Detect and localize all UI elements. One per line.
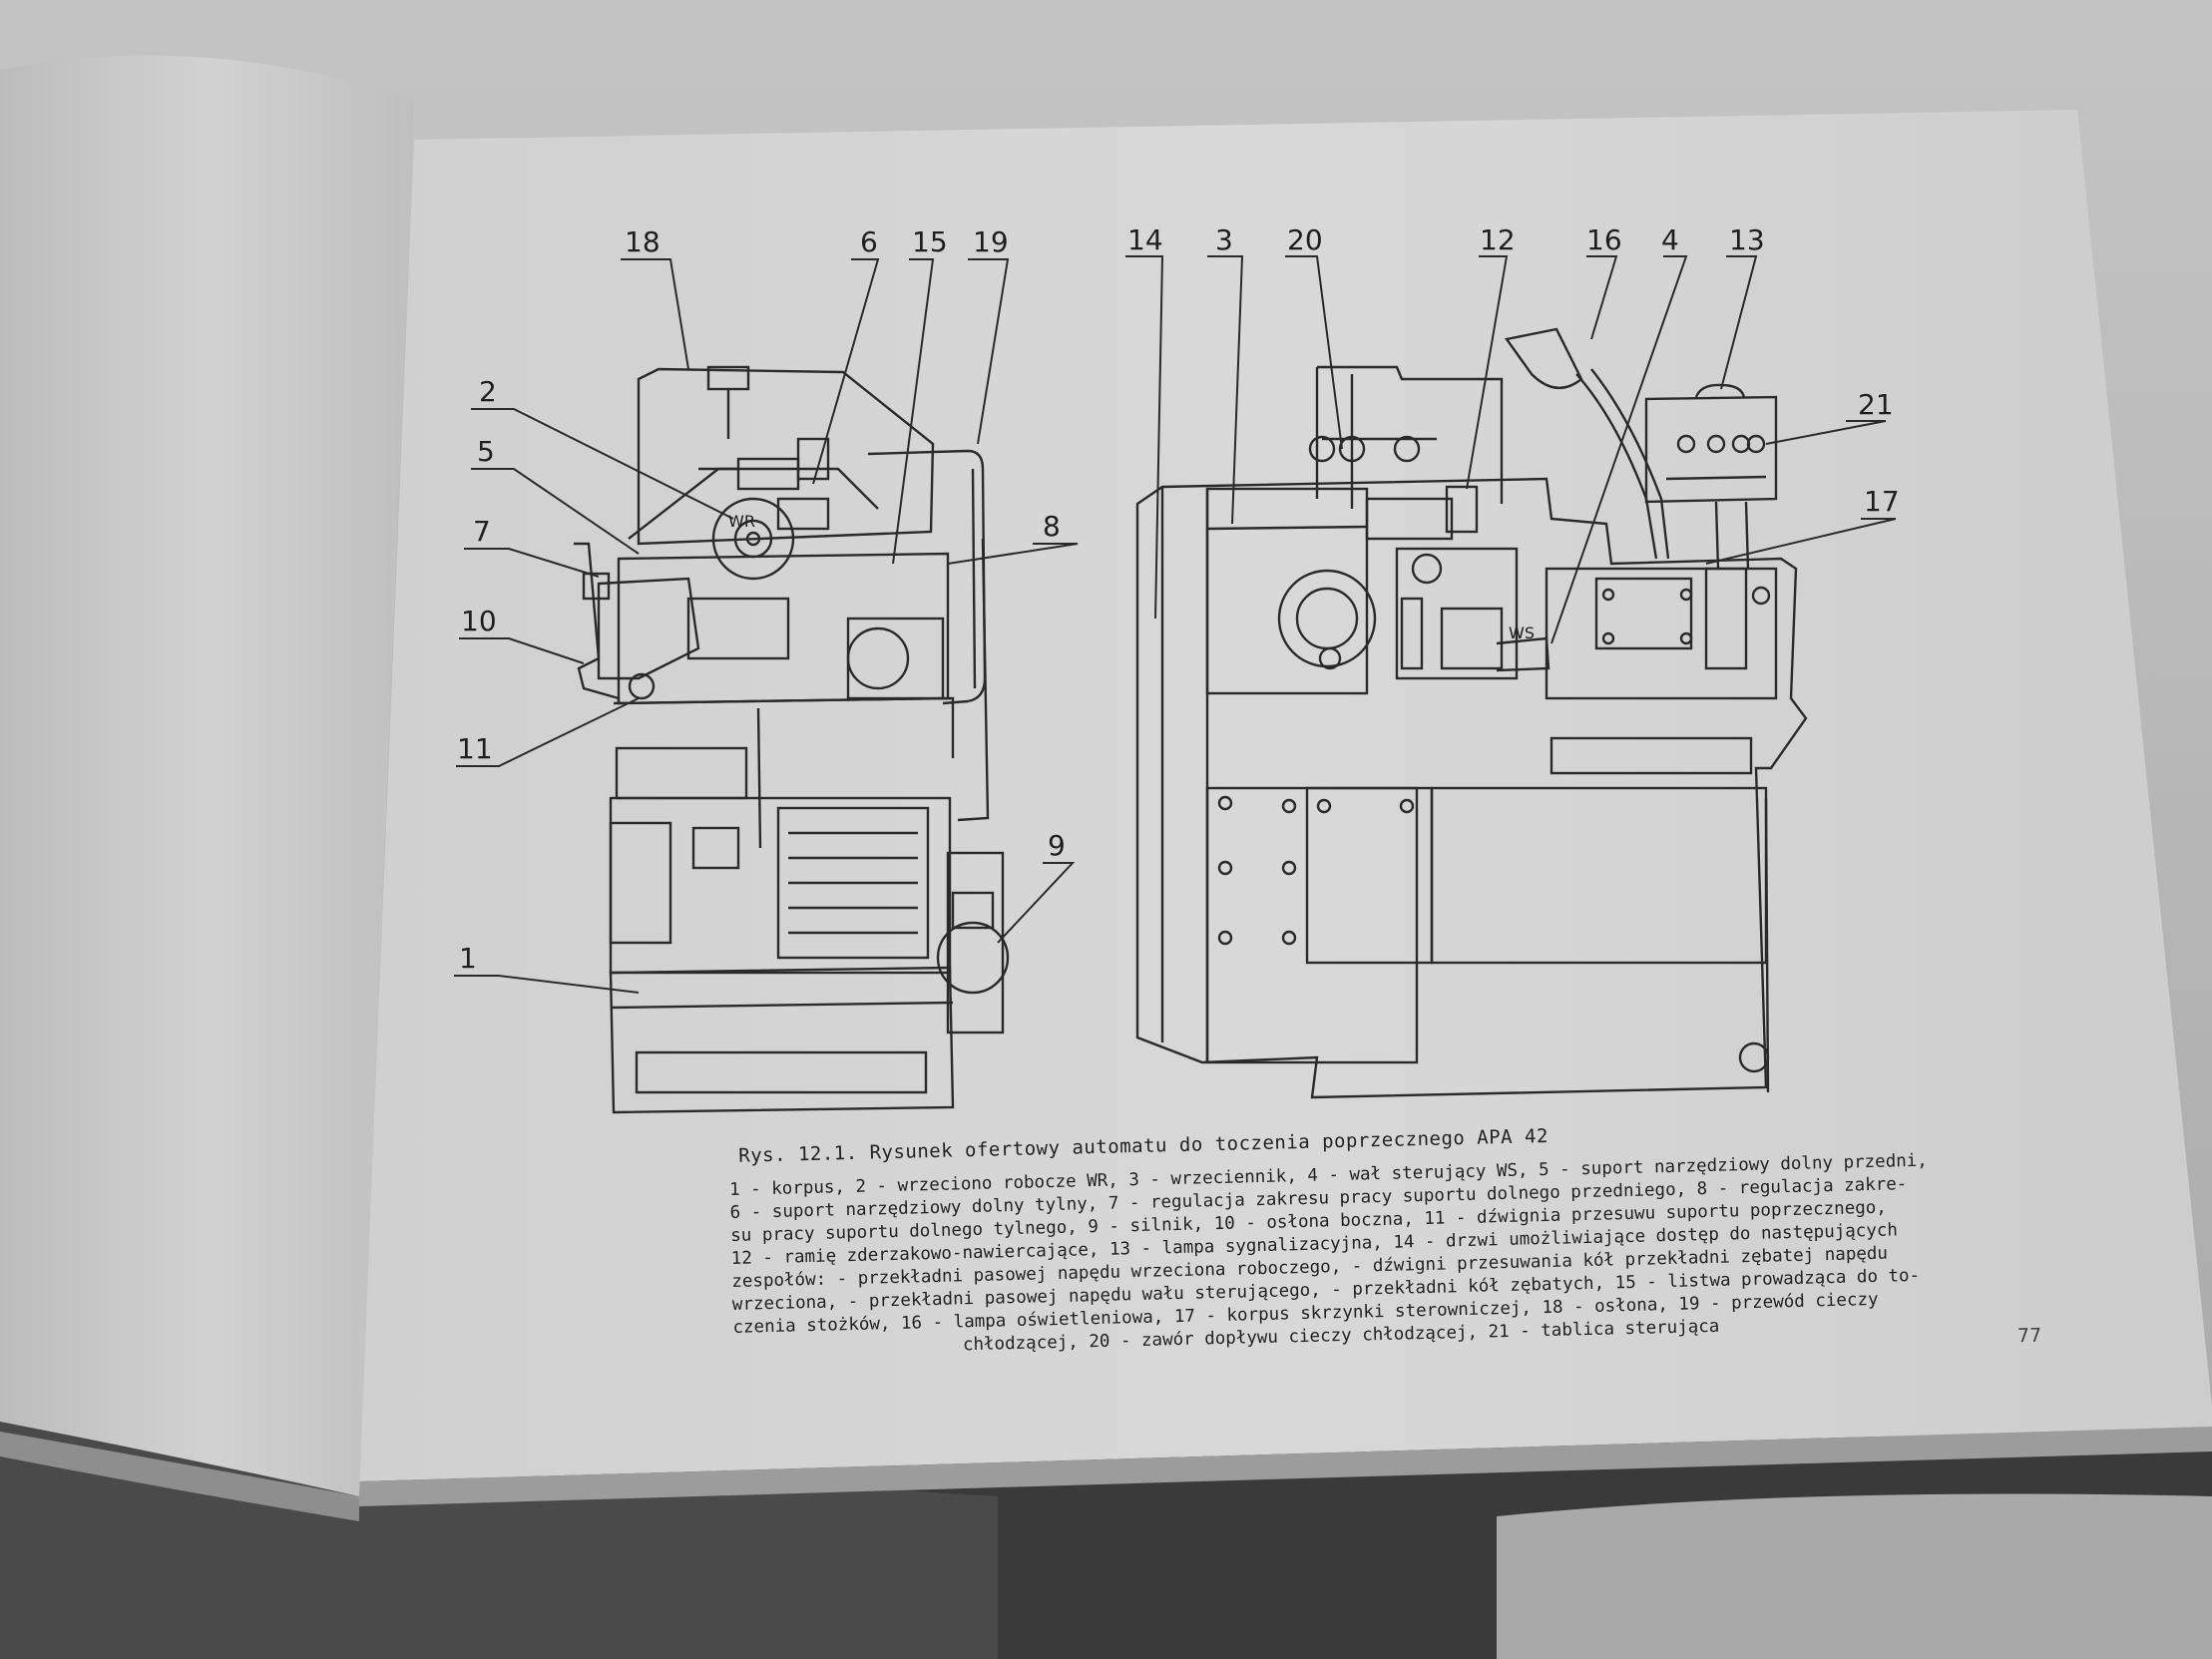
figure-caption: Rys. 12.1. Rysunek ofertowy automatu do … bbox=[728, 1116, 1931, 1363]
callout-13: 13 bbox=[1729, 223, 1765, 256]
callout-10: 10 bbox=[461, 605, 497, 637]
callout-9: 9 bbox=[1048, 829, 1066, 862]
page-number: 77 bbox=[2016, 1324, 2042, 1348]
callout-12: 12 bbox=[1480, 223, 1516, 256]
callout-18: 18 bbox=[625, 225, 661, 258]
callout-15: 15 bbox=[912, 225, 948, 258]
leader-lines bbox=[454, 255, 1897, 994]
shaft-label-ws: WS bbox=[1509, 623, 1535, 642]
callout-20: 20 bbox=[1287, 223, 1323, 256]
callout-8: 8 bbox=[1043, 510, 1061, 543]
callout-2: 2 bbox=[479, 375, 497, 408]
machine-side-view bbox=[1135, 327, 1808, 1099]
callout-17: 17 bbox=[1864, 485, 1900, 518]
callouts-left: 18 6 15 19 2 5 7 8 10 11 9 1 WR bbox=[457, 225, 1066, 975]
callout-16: 16 bbox=[1586, 223, 1622, 256]
callout-6: 6 bbox=[860, 225, 878, 258]
callouts-right: 14 3 20 12 16 4 13 21 17 WS bbox=[1127, 223, 1900, 642]
callout-14: 14 bbox=[1127, 223, 1163, 256]
callout-19: 19 bbox=[973, 225, 1009, 258]
callout-5: 5 bbox=[477, 435, 495, 468]
left-page bbox=[0, 55, 414, 1496]
callout-21: 21 bbox=[1858, 388, 1894, 421]
spindle-label-wr: WR bbox=[728, 512, 755, 531]
callout-3: 3 bbox=[1215, 223, 1233, 256]
callout-7: 7 bbox=[473, 515, 491, 548]
machine-front-view bbox=[574, 365, 1010, 1114]
callout-1: 1 bbox=[459, 942, 477, 975]
callout-11: 11 bbox=[457, 732, 493, 765]
callout-4: 4 bbox=[1661, 223, 1679, 256]
